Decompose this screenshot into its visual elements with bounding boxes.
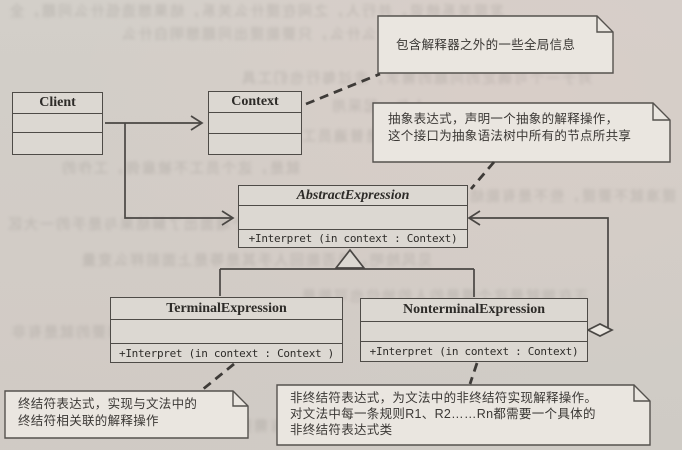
- class-client-attributes: [13, 113, 102, 132]
- nonterminal-note-shape: [276, 384, 651, 446]
- abstract-note-text: 抽象表达式，声明一个抽象的解释操作， 这个接口为抽象语法树中所有的节点所共享: [388, 111, 631, 144]
- terminal-note-text: 终结符表达式，实现与文法中的 终结符相关联的解释操作: [18, 396, 197, 429]
- note-fold-icon: [232, 391, 248, 407]
- class-nonterminal-expression-attributes: [361, 321, 587, 341]
- note-fold-icon: [633, 385, 650, 402]
- note-fold-icon: [652, 103, 670, 121]
- class-abstract-expression: AbstractExpression +Interpret (in contex…: [238, 185, 468, 248]
- hollow-diamond-icon: [586, 323, 614, 337]
- note-line: 这个接口为抽象语法树中所有的节点所共享: [388, 128, 632, 143]
- client-abstract-association-line: [124, 123, 232, 219]
- context-note-dashed-link: [305, 72, 381, 106]
- context-note-shape: [377, 15, 614, 74]
- class-context-name: Context: [231, 94, 279, 109]
- note-line: 终结符表达式，实现与文法中的: [18, 397, 198, 411]
- class-terminal-expression-method: +Interpret (in context : Context ): [111, 343, 342, 362]
- open-arrowhead-icon: [221, 210, 235, 226]
- class-abstract-expression-name: AbstractExpression: [296, 187, 410, 203]
- abstract-note-dashed-link: [469, 161, 496, 190]
- class-context: Context: [208, 91, 302, 155]
- class-context-attributes: [209, 112, 301, 133]
- class-context-methods: [209, 133, 301, 154]
- nonterminal-note-text: 非终结符表达式，为文法中的非终结符实现解释操作。 对文法中每一条规则R1、R2……: [290, 390, 597, 438]
- note-line: 非终结符表达式类: [290, 423, 393, 437]
- terminal-note-dashed-link: [201, 362, 235, 392]
- class-nonterminal-expression-name: NonterminalExpression: [402, 302, 546, 317]
- class-client: Client: [12, 92, 103, 155]
- context-note-text: 包含解释器之外的一些全局信息: [396, 37, 575, 54]
- class-nonterminal-expression: NonterminalExpression +Interpret (in con…: [360, 298, 588, 362]
- note-fold-icon: [596, 16, 613, 33]
- class-terminal-expression: TerminalExpression +Interpret (in contex…: [110, 297, 343, 363]
- note-line: 对文法中每一条规则R1、R2……Rn都需要一个具体的: [290, 407, 596, 421]
- note-line: 终结符相关联的解释操作: [18, 413, 159, 428]
- class-nonterminal-expression-method: +Interpret (in context : Context): [361, 341, 587, 361]
- abstract-note-shape: [372, 102, 671, 163]
- open-arrowhead-icon: [190, 115, 204, 131]
- class-client-methods: [13, 132, 102, 154]
- open-arrowhead-icon: [467, 210, 481, 226]
- terminal-note-shape: [4, 390, 249, 439]
- generalization-lines: [219, 268, 475, 297]
- class-client-name: Client: [39, 95, 76, 110]
- class-terminal-expression-name: TerminalExpression: [166, 300, 287, 316]
- note-line: 抽象表达式，声明一个抽象的解释操作，: [388, 112, 619, 126]
- class-abstract-expression-attributes: [239, 205, 467, 229]
- note-line: 非终结符表达式，为文法中的非终结符实现解释操作。: [290, 391, 598, 405]
- class-terminal-expression-attributes: [111, 319, 342, 343]
- nonterminal-note-dashed-link: [468, 362, 479, 385]
- class-abstract-expression-method: +Interpret (in context : Context): [239, 229, 467, 247]
- note-line: 包含解释器之外的一些全局信息: [396, 38, 576, 52]
- hollow-triangle-icon: [334, 248, 366, 269]
